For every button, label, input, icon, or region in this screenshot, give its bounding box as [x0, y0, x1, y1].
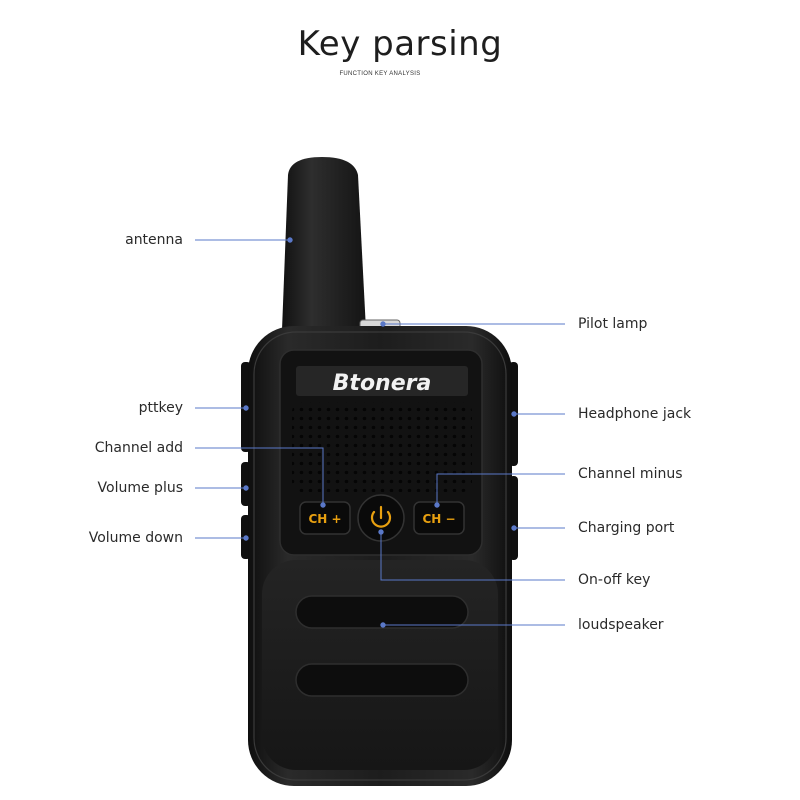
speaker-grille — [292, 402, 472, 492]
label-on-off-key: On-off key — [578, 572, 651, 588]
antenna-part — [282, 157, 366, 330]
channel-minus-button[interactable]: CH − — [413, 501, 465, 535]
label-loudspeaker: loudspeaker — [578, 617, 664, 633]
label-pilot-lamp: Pilot lamp — [578, 316, 648, 332]
label-pttkey: pttkey — [138, 400, 183, 416]
brand-logo: Btonera — [333, 371, 432, 396]
loudspeaker-slot-lower — [295, 663, 469, 697]
label-channel-add: Channel add — [94, 440, 183, 456]
leader-lines — [195, 237, 565, 628]
label-channel-minus: Channel minus — [578, 466, 683, 482]
loudspeaker-slot-upper — [295, 595, 469, 629]
channel-add-button[interactable]: CH + — [299, 501, 351, 535]
label-volume-plus: Volume plus — [97, 480, 183, 496]
label-antenna: antenna — [125, 232, 183, 248]
label-headphone-jack: Headphone jack — [578, 406, 692, 422]
power-icon — [370, 510, 392, 528]
page-subtitle: FUNCTION KEY ANALYSIS — [339, 71, 421, 77]
brand-bar — [296, 366, 468, 396]
channel-add-button-label: CH + — [308, 512, 341, 526]
label-charging-port: Charging port — [578, 520, 675, 536]
channel-minus-button-label: CH − — [422, 512, 455, 526]
page-title: Key parsing — [297, 24, 503, 64]
label-volume-down: Volume down — [88, 530, 183, 546]
